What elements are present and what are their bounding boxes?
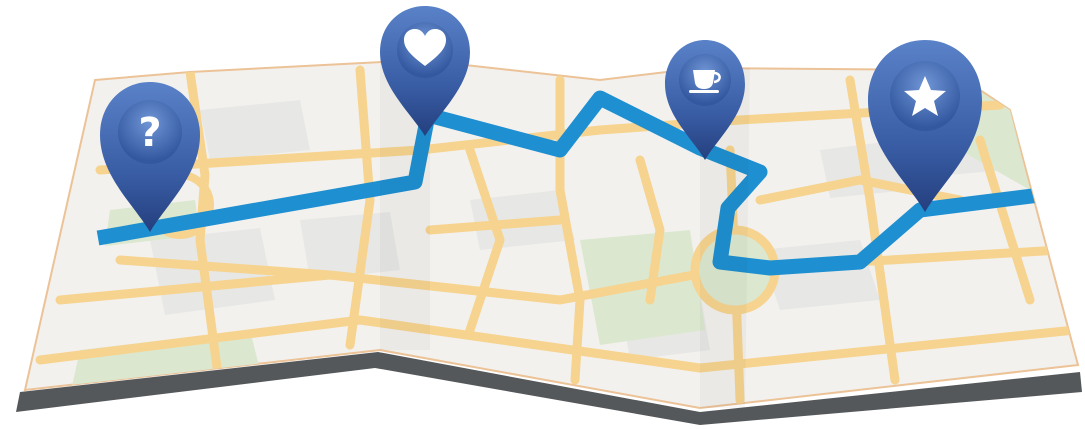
star-icon (904, 76, 946, 116)
pin-starred[interactable] (868, 40, 982, 212)
pin-marker (100, 82, 200, 232)
question-mark-icon: ? (138, 110, 161, 156)
map-shadow (16, 352, 1082, 425)
pin-question[interactable]: ? (100, 82, 200, 232)
pin-cafe[interactable] (665, 40, 745, 160)
coffee-cup-icon (689, 70, 721, 93)
pin-favorite[interactable] (380, 6, 470, 136)
heart-icon (404, 29, 446, 66)
